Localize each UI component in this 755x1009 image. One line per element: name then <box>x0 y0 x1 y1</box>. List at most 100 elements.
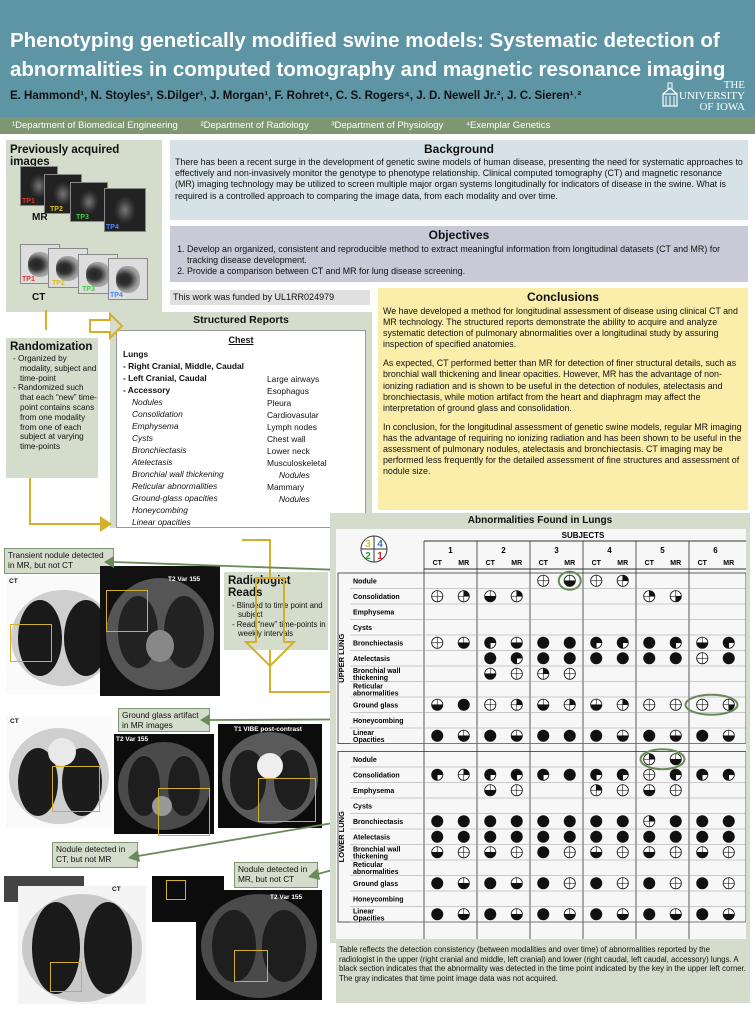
arrow-connector <box>242 539 271 582</box>
structured-reports-title: Structured Reports <box>193 314 289 326</box>
report-other-item: Lymph nodes <box>267 422 317 432</box>
detection-quadrant <box>723 815 729 822</box>
row-label: Nodule <box>353 579 377 586</box>
detection-quadrant <box>649 790 655 796</box>
detection-quadrant <box>484 883 491 889</box>
author-list: E. Hammond¹, N. Stoyles³, S.Dilger¹, J. … <box>10 90 582 102</box>
detection-quadrant <box>649 908 655 915</box>
key-number: 1 <box>377 551 383 562</box>
row-label: thickening <box>353 854 388 861</box>
detection-quadrant <box>622 914 629 920</box>
detection-quadrant <box>596 877 602 884</box>
detection-quadrant <box>723 914 729 920</box>
detection-quadrant <box>537 836 544 843</box>
detection-quadrant <box>516 735 523 742</box>
detection-quadrant <box>696 852 703 858</box>
dept-4: ⁴Exemplar Genetics <box>465 120 551 131</box>
detection-quadrant <box>569 831 576 837</box>
detection-quadrant <box>564 815 570 822</box>
detection-quadrant <box>643 914 650 920</box>
detection-quadrant <box>511 735 517 742</box>
detection-quadrant <box>643 877 650 884</box>
detection-quadrant <box>622 637 629 643</box>
detection-quadrant <box>431 730 438 736</box>
report-other-item: Nodules <box>279 494 310 504</box>
detection-quadrant <box>590 658 597 664</box>
detection-quadrant <box>569 815 576 822</box>
detection-quadrant <box>564 831 570 837</box>
mr-thumb-3 <box>70 182 108 222</box>
ct-coronal-drawing <box>18 886 146 1004</box>
detection-quadrant <box>596 769 602 775</box>
detection-quadrant <box>675 831 682 837</box>
detection-quadrant <box>463 914 470 920</box>
randomization-panel: Randomization Organized by modality, sub… <box>6 338 98 478</box>
detection-quadrant <box>431 735 438 742</box>
detection-quadrant <box>723 821 729 827</box>
detection-quadrant <box>458 883 464 889</box>
detection-quadrant <box>516 642 523 649</box>
detection-quadrant <box>596 784 602 791</box>
arrow-connector <box>29 478 100 525</box>
detection-quadrant <box>696 877 703 884</box>
detection-quadrant <box>596 831 602 837</box>
callout-ground-glass: Ground glass artifact in MR images <box>118 708 210 732</box>
detection-quadrant <box>617 652 623 659</box>
report-other-item: Large airways <box>267 374 320 384</box>
detection-quadrant <box>590 836 597 843</box>
detection-quadrant <box>643 637 650 643</box>
detection-quadrant <box>702 877 708 884</box>
detection-quadrant <box>511 821 517 827</box>
row-label: abnormalities <box>353 869 399 876</box>
highlight-box <box>106 590 148 632</box>
key-number: 4 <box>377 539 383 550</box>
subjects-header: SUBJECTS <box>562 531 605 540</box>
detection-quadrant <box>622 575 629 581</box>
detection-quadrant <box>484 596 491 602</box>
detection-quadrant <box>431 877 438 884</box>
detection-quadrant <box>431 774 438 781</box>
highlight-box <box>234 950 268 982</box>
mr-image-groundglass-t1 <box>218 724 322 828</box>
modality-header: CT <box>592 560 602 567</box>
detection-quadrant <box>696 774 703 781</box>
detection-quadrant <box>649 652 655 659</box>
report-chest-heading: Chest <box>228 335 254 345</box>
randomization-item-1: Organized by modality, subject and time-… <box>18 354 98 383</box>
detection-quadrant <box>596 821 602 827</box>
detection-quadrant <box>670 735 676 742</box>
detection-quadrant <box>728 815 735 822</box>
arrow-head <box>308 868 320 880</box>
detection-quadrant <box>543 846 549 853</box>
detection-quadrant <box>458 821 464 827</box>
detection-quadrant <box>543 836 549 843</box>
detection-quadrant <box>431 704 438 711</box>
detection-quadrant <box>596 704 602 711</box>
conclusions-panel: Conclusions We have developed a method f… <box>378 288 748 510</box>
detection-quadrant <box>590 735 597 742</box>
detection-quadrant <box>702 831 708 837</box>
detection-quadrant <box>723 642 729 649</box>
detection-quadrant <box>537 846 544 853</box>
row-label: Nodule <box>353 757 377 764</box>
detection-quadrant <box>511 815 517 822</box>
detection-quadrant <box>431 908 438 915</box>
previous-images-panel: Previously acquired images TP1 TP2 TP3 T… <box>6 140 162 312</box>
detection-quadrant <box>511 836 517 843</box>
callout-nodule-ct: Nodule detected in CT, but not MR <box>52 842 138 868</box>
report-lung-column: Lungs - Right Cranial, Middle, Caudal - … <box>123 348 244 528</box>
detection-quadrant <box>617 735 623 742</box>
detection-quadrant <box>490 652 496 659</box>
detection-quadrant <box>564 769 570 775</box>
radiologist-reads-panel: Radiologist Reads Blinded to time point … <box>224 572 328 650</box>
detection-quadrant <box>537 637 544 643</box>
detection-quadrant <box>723 836 729 843</box>
detection-quadrant <box>463 815 470 822</box>
report-finding: Consolidation <box>132 409 183 419</box>
detection-quadrant <box>490 836 496 843</box>
row-label: Bronchiectasis <box>353 819 403 826</box>
detection-quadrant <box>543 652 549 659</box>
report-finding: Nodules <box>132 397 163 407</box>
detection-quadrant <box>431 769 438 775</box>
detection-quadrant <box>543 877 549 884</box>
